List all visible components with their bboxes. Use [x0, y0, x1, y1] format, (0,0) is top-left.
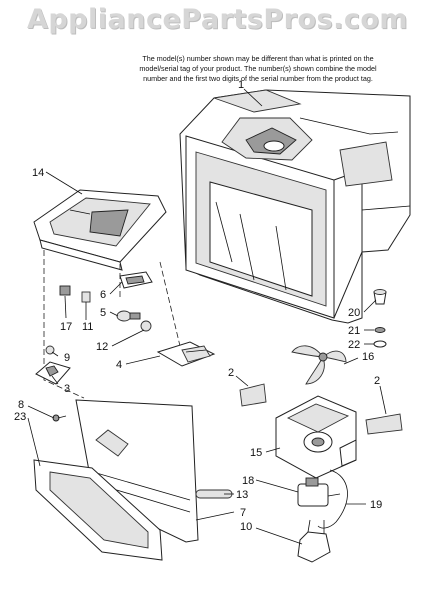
callout-3: 3 — [64, 383, 70, 395]
callout-16: 16 — [362, 351, 374, 363]
part-6-light-cover — [119, 271, 153, 289]
part-1-housing — [179, 89, 411, 324]
callout-18: 18 — [242, 475, 254, 487]
callout-11: 11 — [82, 321, 93, 333]
callout-2-left: 2 — [228, 367, 234, 379]
part-2-pad-left — [239, 383, 267, 407]
callout-14: 14 — [32, 167, 44, 179]
callout-8: 8 — [18, 399, 24, 411]
part-12-socket — [140, 320, 152, 332]
leader-lines — [27, 88, 387, 545]
part-11-clip — [81, 291, 91, 303]
callout-21: 21 — [348, 325, 360, 337]
callout-2-right: 2 — [374, 375, 380, 387]
part-4-control — [156, 341, 216, 367]
model-note-line-1: The model(s) number shown may be differe… — [142, 54, 374, 63]
part-17-cap — [59, 285, 71, 296]
model-note-line-2: model/serial tag of your product. The nu… — [139, 64, 377, 73]
callout-9: 9 — [64, 352, 70, 364]
callout-12: 12 — [96, 341, 108, 353]
callout-13: 13 — [236, 489, 248, 501]
dashed-outline-right — [159, 261, 181, 347]
callout-10: 10 — [240, 521, 252, 533]
part-15-shroud — [275, 395, 357, 479]
part-23-grille — [33, 459, 163, 561]
callout-5: 5 — [100, 307, 106, 319]
model-note-line-3: number and the first two digits of the s… — [143, 74, 373, 83]
part-18-motor — [297, 477, 341, 507]
callout-23: 23 — [14, 411, 26, 423]
part-3-thermostat — [35, 361, 71, 385]
model-note: The model(s) number shown may be differe… — [108, 54, 408, 84]
part-16-fan-blade — [291, 345, 347, 385]
callout-20: 20 — [348, 307, 360, 319]
callout-15: 15 — [250, 447, 262, 459]
callout-6: 6 — [100, 289, 106, 301]
part-21-ring — [374, 327, 386, 333]
part-20-housing — [373, 289, 387, 305]
callout-17: 17 — [60, 321, 72, 333]
part-5-bulb — [116, 310, 141, 322]
part-8-screw — [52, 414, 67, 422]
callout-19: 19 — [370, 499, 382, 511]
watermark-logo: AppliancePartsPros.com — [26, 4, 409, 35]
part-19-wire — [317, 469, 348, 529]
part-22-washer — [373, 340, 387, 348]
callout-22: 22 — [348, 339, 360, 351]
callout-7: 7 — [240, 507, 246, 519]
part-2-pad-right — [365, 413, 403, 435]
part-10-bracket — [297, 519, 331, 563]
callout-4: 4 — [116, 359, 122, 371]
dashed-outline-left — [43, 250, 85, 399]
callout-1: 1 — [238, 79, 244, 91]
part-14-tray — [33, 189, 167, 271]
